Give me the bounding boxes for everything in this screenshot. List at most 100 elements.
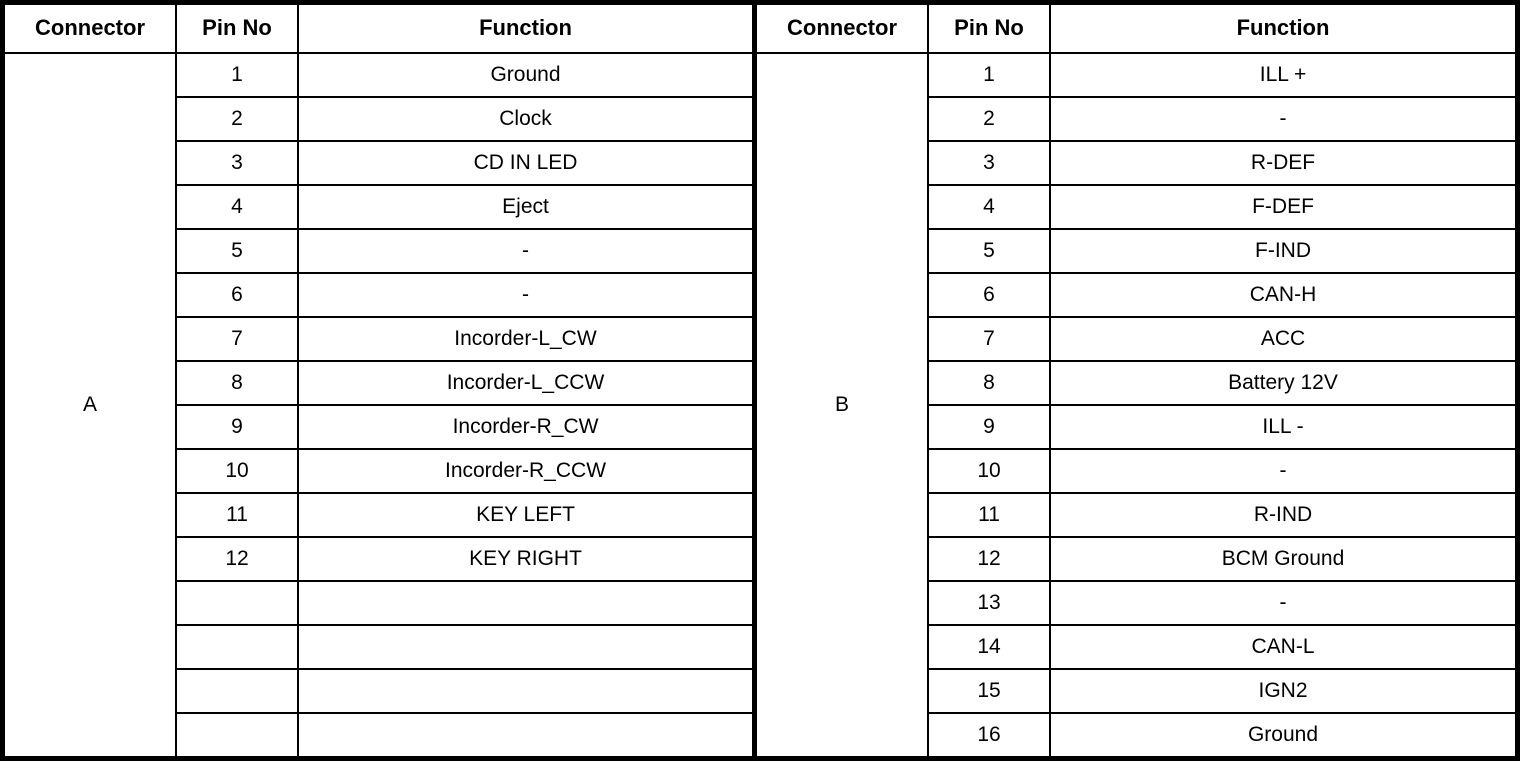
pin-number-cell: 4 xyxy=(928,184,1051,230)
table-row: 13- xyxy=(757,580,1518,626)
header-function: Function xyxy=(297,2,755,53)
pin-number-cell-empty xyxy=(176,712,299,759)
table-row: 2- xyxy=(757,96,1518,142)
table-header-row: Connector Pin No Function xyxy=(2,2,755,53)
pin-number-cell: 10 xyxy=(928,448,1051,494)
pin-number-cell: 2 xyxy=(176,96,299,142)
function-cell: R-IND xyxy=(1049,492,1518,538)
function-cell: Ground xyxy=(297,52,755,98)
pin-number-cell: 3 xyxy=(928,140,1051,186)
pin-number-cell: 1 xyxy=(927,52,1051,98)
function-cell: - xyxy=(297,228,755,274)
function-cell-empty xyxy=(297,712,755,759)
pin-number-cell: 11 xyxy=(928,492,1051,538)
function-cell: Incorder-R_CCW xyxy=(297,448,755,494)
table-row xyxy=(3,580,755,626)
table-row xyxy=(3,668,755,714)
function-cell: - xyxy=(297,272,755,318)
table-row: 5- xyxy=(3,228,755,274)
function-cell-empty xyxy=(297,580,755,626)
pin-number-cell: 7 xyxy=(176,316,299,362)
function-cell: CAN-H xyxy=(1049,272,1518,318)
header-pin-no: Pin No xyxy=(927,2,1051,53)
pin-number-cell: 5 xyxy=(928,228,1051,274)
pin-number-cell: 8 xyxy=(176,360,299,406)
function-cell: Eject xyxy=(297,184,755,230)
function-cell: F-IND xyxy=(1049,228,1518,274)
pin-number-cell: 6 xyxy=(928,272,1051,318)
function-cell: - xyxy=(1049,96,1518,142)
function-cell: Battery 12V xyxy=(1049,360,1518,406)
function-cell: ILL + xyxy=(1049,52,1518,98)
connector-label-cell: B xyxy=(757,52,929,760)
function-cell: ILL - xyxy=(1049,404,1518,450)
pin-number-cell: 6 xyxy=(176,272,299,318)
connector-b-table-head: Connector Pin No Function xyxy=(757,2,1518,53)
pin-number-cell: 12 xyxy=(176,536,299,582)
pin-number-cell: 11 xyxy=(176,492,299,538)
table-row: 10- xyxy=(757,448,1518,494)
pin-number-cell: 10 xyxy=(176,448,299,494)
function-cell: IGN2 xyxy=(1049,668,1518,714)
pin-number-cell: 5 xyxy=(176,228,299,274)
function-cell: KEY RIGHT xyxy=(297,536,755,582)
pin-number-cell: 13 xyxy=(928,580,1051,626)
pin-number-cell-empty xyxy=(176,668,299,714)
function-cell: R-DEF xyxy=(1049,140,1518,186)
function-cell: Incorder-L_CCW xyxy=(297,360,755,406)
pin-number-cell: 12 xyxy=(928,536,1051,582)
pin-number-cell-empty xyxy=(176,624,299,670)
function-cell: Ground xyxy=(1049,712,1518,759)
header-connector: Connector xyxy=(2,2,177,53)
pin-number-cell: 14 xyxy=(928,624,1051,670)
header-pin-no: Pin No xyxy=(175,2,299,53)
function-cell: F-DEF xyxy=(1049,184,1518,230)
pin-number-cell: 8 xyxy=(928,360,1051,406)
pin-number-cell: 15 xyxy=(928,668,1051,714)
pin-number-cell: 3 xyxy=(176,140,299,186)
header-function: Function xyxy=(1049,2,1518,53)
pin-number-cell: 9 xyxy=(928,404,1051,450)
function-cell: KEY LEFT xyxy=(297,492,755,538)
function-cell: Incorder-L_CW xyxy=(297,316,755,362)
pin-number-cell: 4 xyxy=(176,184,299,230)
function-cell: CAN-L xyxy=(1049,624,1518,670)
function-cell-empty xyxy=(297,624,755,670)
pin-number-cell-empty xyxy=(176,580,299,626)
function-cell: - xyxy=(1049,448,1518,494)
function-cell: - xyxy=(1049,580,1518,626)
pin-number-cell: 2 xyxy=(928,96,1051,142)
connector-a-table-head: Connector Pin No Function xyxy=(2,2,755,53)
function-cell: BCM Ground xyxy=(1049,536,1518,582)
table-row: 6- xyxy=(3,272,755,318)
table-header-row: Connector Pin No Function xyxy=(757,2,1518,53)
pin-number-cell: 16 xyxy=(928,712,1051,759)
function-cell: Incorder-R_CW xyxy=(297,404,755,450)
